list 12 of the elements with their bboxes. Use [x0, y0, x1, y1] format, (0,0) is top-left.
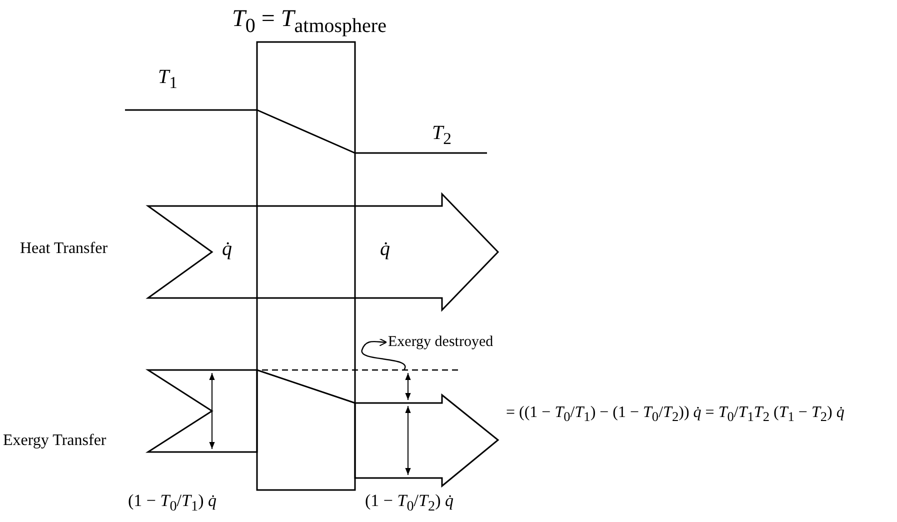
- flow-label: Exergy Transfer: [3, 432, 106, 450]
- equation: = ((1 − T$_{0}$/T$_{1}$) − (1 − T$_{0}$/T$_{2}$)) q̇ = T$_{0}$/T$_{1}$T$_{2}$ (T$_{1}$ − T$_{2}$) q̇: [506, 404, 844, 425]
- heat-flow-symbol: q̇: [380, 238, 390, 260]
- annotation-text: Exergy destroyed: [388, 334, 494, 350]
- exergy-expression: (1 − T$_{0}$/T$_{2}$) q̇: [365, 492, 454, 515]
- exergy-expression: (1 − T$_{0}$/T$_{1}$) q̇: [128, 492, 216, 515]
- flow-label: Heat Transfer: [20, 240, 108, 258]
- heat-flow-symbol: q̇: [222, 238, 232, 260]
- temperature-label: T$_{2}$: [432, 122, 452, 148]
- temperature-label: T$_{0}$ = T$_{atmosphere}$: [232, 6, 386, 37]
- temperature-label: T$_{1}$: [158, 66, 178, 92]
- curved-arrow: [361, 338, 406, 370]
